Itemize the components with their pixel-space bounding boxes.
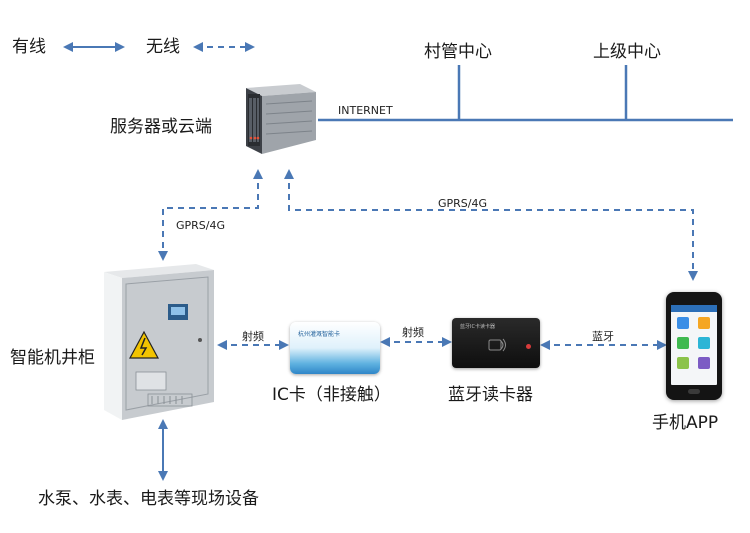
- ic-card-text: 杭州灌溉智能卡: [298, 331, 341, 338]
- phone-status-bar: [671, 305, 717, 312]
- internet-label: INTERNET: [338, 104, 393, 117]
- reader-led-icon: [526, 344, 531, 349]
- gprs-right-label: GPRS/4G: [438, 197, 488, 210]
- upper-center-label: 上级中心: [593, 42, 661, 62]
- reader-label: 蓝牙读卡器: [448, 385, 533, 405]
- phone-home-button: [688, 389, 700, 394]
- legend-wired-label: 有线: [12, 37, 46, 57]
- phone-icon: [666, 292, 722, 400]
- gprs-server-cabinet-link: [158, 169, 263, 261]
- cabinet-icon: [104, 264, 214, 420]
- rf-left-label: 射频: [242, 330, 264, 343]
- app-icon: [698, 337, 710, 349]
- cabinet-label: 智能机井柜: [10, 348, 95, 368]
- app-icon: [677, 317, 689, 329]
- server-icon: [246, 84, 316, 154]
- app-icon: [677, 337, 689, 349]
- gprs-left-label: GPRS/4G: [176, 219, 226, 232]
- reader-text: 蓝牙IC卡读卡器: [460, 324, 495, 330]
- phone-label: 手机APP: [652, 413, 719, 433]
- server-label: 服务器或云端: [110, 117, 212, 137]
- village-center-label: 村管中心: [424, 42, 492, 62]
- legend-wireless-label: 无线: [146, 37, 180, 57]
- bluetooth-label: 蓝牙: [592, 330, 614, 343]
- app-icon: [677, 357, 689, 369]
- rf-right-label: 射频: [402, 326, 424, 339]
- contactless-icon: [488, 338, 506, 352]
- phone-screen: [671, 305, 717, 385]
- ic-card-icon: 杭州灌溉智能卡: [290, 322, 380, 374]
- reader-icon: 蓝牙IC卡读卡器: [452, 318, 540, 368]
- gprs-server-phone-link: [284, 169, 698, 281]
- field-devices-label: 水泵、水表、电表等现场设备: [38, 489, 259, 509]
- app-icon: [698, 357, 710, 369]
- app-icon: [698, 317, 710, 329]
- ic-card-label: IC卡（非接触）: [272, 385, 391, 405]
